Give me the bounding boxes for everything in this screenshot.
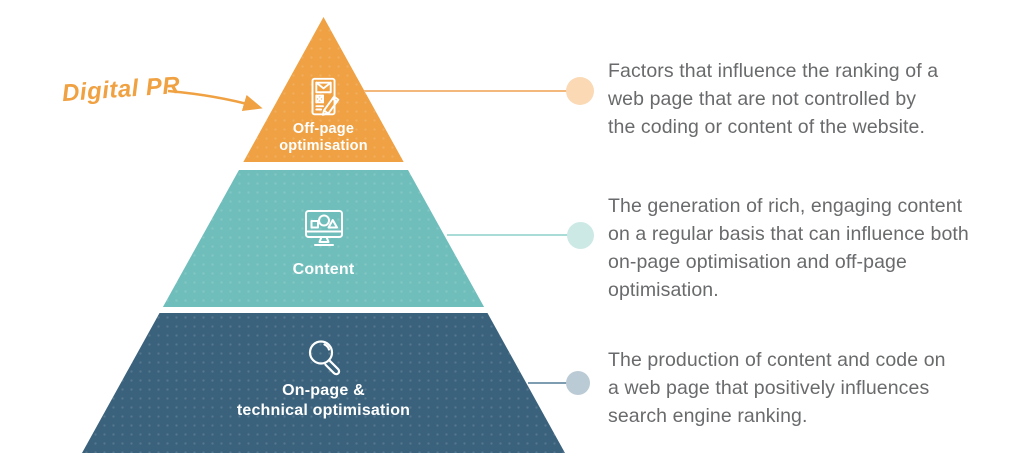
connector-dot-on-page (566, 371, 590, 395)
magnifying-glass-icon (302, 335, 346, 379)
pyramid: Off-page optimisation Content (82, 17, 565, 453)
digital-pr-arrow-icon (167, 89, 263, 112)
connector-dot-content (567, 222, 594, 249)
description-content: The generation of rich, engaging content… (608, 195, 969, 301)
tier-label-off-page: Off-page optimisation (279, 121, 368, 154)
connector-line-off-page (364, 90, 580, 92)
connector-line-on-page (528, 382, 578, 384)
description-on-page: The production of content and code on a … (608, 349, 946, 427)
tier-label-on-page: On-page & technical optimisation (236, 382, 411, 419)
tier-content: Content (162, 170, 485, 307)
tier-label-content: Content (292, 260, 355, 278)
press-release-document-icon (301, 75, 347, 121)
description-off-page: Factors that influence the ranking of a … (608, 60, 939, 138)
content-monitor-icon (298, 205, 350, 253)
connector-dot-off-page (566, 77, 594, 105)
tier-on-page-technical-optimisation: On-page & technical optimisation (82, 313, 565, 453)
connector-line-content (447, 234, 580, 236)
